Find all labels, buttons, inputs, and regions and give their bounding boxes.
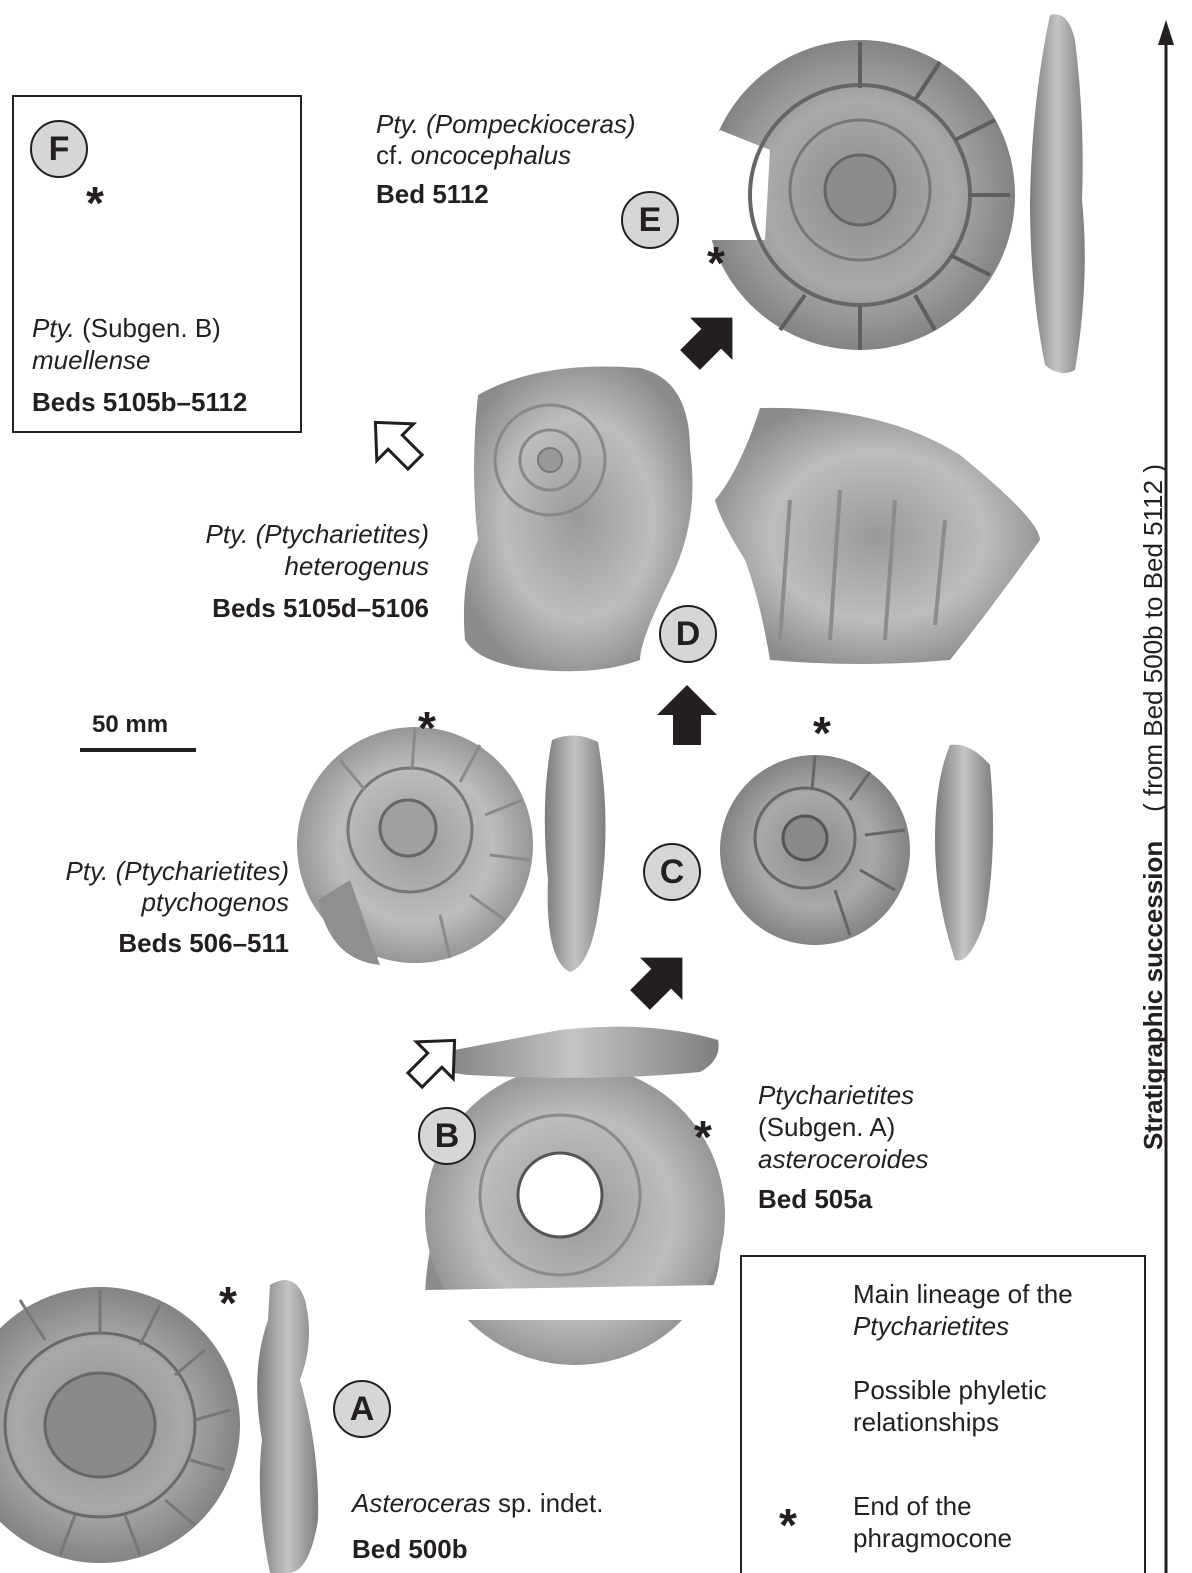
specimen-c-bed: Beds 506–511	[118, 927, 289, 959]
asterisk-a: *	[219, 1280, 237, 1326]
specimen-c-name-line1: Pty. (Ptycharietites)	[66, 855, 289, 887]
specimen-a-bed: Bed 500b	[352, 1533, 468, 1565]
legend-asterisk: *	[779, 1502, 797, 1548]
legend-main-line1: Main lineage of the	[853, 1278, 1073, 1310]
legend-end-line2: phragmocone	[853, 1522, 1012, 1554]
legend-possible-line1: Possible phyletic	[853, 1374, 1047, 1406]
legend-possible-line2: relationships	[853, 1406, 999, 1438]
legend-end-line1: End of the	[853, 1490, 972, 1522]
specimen-f-bed: Beds 5105b–5112	[32, 386, 247, 418]
fossil-d-lateral	[464, 367, 693, 672]
fossil-b-lateral	[425, 1065, 725, 1365]
label-b: B	[418, 1107, 476, 1165]
specimen-f-name-line2: muellense	[32, 344, 151, 376]
label-f: F	[30, 120, 88, 178]
fossil-c-lateral-right	[720, 755, 910, 945]
specimen-b-bed: Bed 505a	[758, 1183, 872, 1215]
asterisk-e: *	[707, 240, 725, 286]
specimen-d-bed: Beds 5105d–5106	[212, 592, 429, 624]
specimen-f-name-line1: Pty. (Subgen. B)	[32, 312, 221, 344]
specimen-e-name-line2: cf. oncocephalus	[376, 139, 571, 171]
label-c: C	[643, 843, 701, 901]
arrow-b-to-c	[619, 936, 704, 1021]
fossil-a-side	[257, 1280, 318, 1573]
specimen-b-name-line1: Ptycharietites	[758, 1079, 914, 1111]
specimen-d-name-line1: Pty. (Ptycharietites)	[206, 518, 429, 550]
specimen-e-name-line1: Pty. (Pompeckioceras)	[376, 108, 636, 140]
fossil-e-side	[1030, 14, 1085, 373]
label-d: D	[659, 605, 717, 663]
arrow-c-to-d	[657, 685, 717, 745]
asterisk-c-left: *	[418, 705, 436, 751]
fossil-c-side-left	[545, 735, 606, 972]
label-e: E	[621, 191, 679, 249]
arrow-to-f	[357, 404, 433, 480]
fossil-c-side-right	[935, 745, 993, 961]
asterisk-b: *	[694, 1114, 712, 1160]
fossil-e-lateral	[700, 40, 1015, 350]
fossil-c-lateral	[297, 727, 533, 965]
specimen-b-name-line3: asteroceroides	[758, 1143, 929, 1175]
specimen-b-name-line2: (Subgen. A)	[758, 1111, 895, 1143]
fossil-d-fragment	[715, 408, 1040, 664]
specimen-c-name-line2: ptychogenos	[142, 886, 289, 918]
fossil-b-side	[428, 1027, 719, 1078]
axis-label: Stratigraphic succession ( from Bed 500b…	[1138, 464, 1169, 1150]
scale-bar-label: 50 mm	[92, 709, 168, 741]
specimen-d-name-line2: heterogenus	[284, 550, 429, 582]
arrow-d-to-e	[669, 296, 754, 381]
label-a: A	[333, 1380, 391, 1438]
legend-main-line2: Ptycharietites	[853, 1310, 1009, 1342]
asterisk-c-right: *	[813, 710, 831, 756]
specimen-e-bed: Bed 5112	[376, 178, 489, 210]
fossil-a-lateral	[0, 1287, 240, 1563]
asterisk-f: *	[86, 180, 104, 226]
specimen-a-name: Asteroceras sp. indet.	[352, 1487, 603, 1519]
